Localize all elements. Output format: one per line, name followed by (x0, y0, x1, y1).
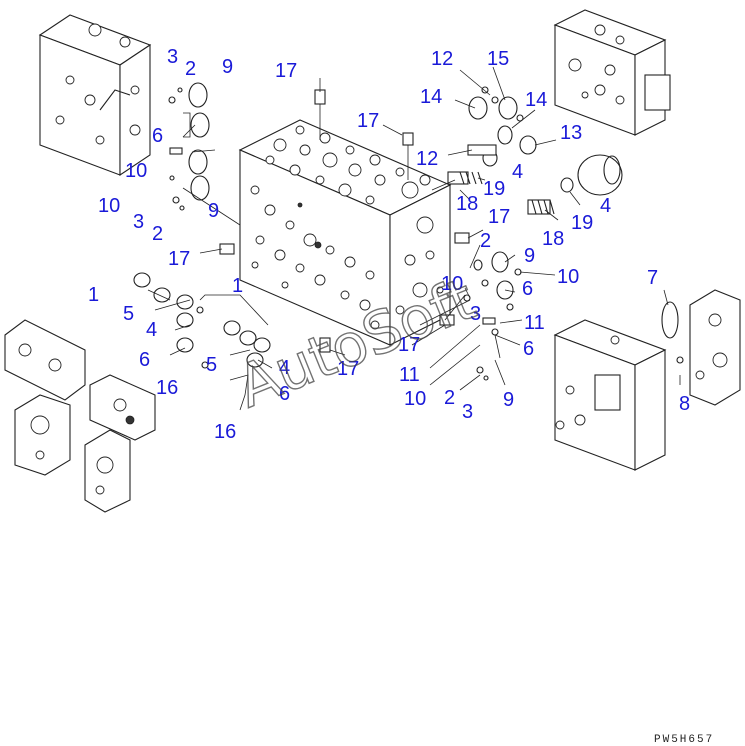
callout-17-lower: 17 (337, 358, 359, 380)
callout-9: 9 (503, 389, 514, 411)
spool-parts (447, 144, 623, 215)
callout-1: 1 (88, 284, 99, 306)
callout-10: 10 (404, 388, 426, 410)
callout-18: 18 (456, 193, 478, 215)
o-ring-8 (676, 356, 684, 364)
callout-8: 8 (679, 393, 690, 415)
callout-9: 9 (222, 56, 233, 78)
right-outer-cover (689, 289, 741, 406)
lower-left-blocks (4, 319, 156, 513)
callout-2: 2 (185, 58, 196, 80)
callout-4: 4 (512, 161, 523, 183)
callout-17: 17 (398, 334, 420, 356)
callout-6: 6 (279, 383, 290, 405)
callout-16: 16 (156, 377, 178, 399)
callout-16: 16 (214, 421, 236, 443)
block-side-ports (395, 216, 444, 315)
block-front-ports (250, 185, 380, 330)
callout-3: 3 (462, 401, 473, 423)
callout-3: 3 (470, 303, 481, 325)
callout-3: 3 (133, 211, 144, 233)
callout-numbers: 1 1 2 2 2 2 3 3 3 3 4 4 4 4 5 5 6 6 6 6 … (88, 46, 690, 443)
callout-9: 9 (524, 245, 535, 267)
callout-9: 9 (208, 200, 219, 222)
callout-13: 13 (560, 122, 582, 144)
callout-5: 5 (123, 303, 134, 325)
callout-7: 7 (647, 267, 658, 289)
callout-17: 17 (488, 206, 510, 228)
main-valve-block (238, 119, 452, 346)
callout-17: 17 (168, 248, 190, 270)
callout-19: 19 (483, 178, 505, 200)
callout-2: 2 (480, 230, 491, 252)
callout-10: 10 (557, 266, 579, 288)
callout-10: 10 (441, 273, 463, 295)
callout-6: 6 (152, 125, 163, 147)
callout-14: 14 (420, 86, 442, 108)
callout-3: 3 (167, 46, 178, 68)
callout-6: 6 (522, 278, 533, 300)
callout-4: 4 (600, 195, 611, 217)
drawing-code: PW5H657 (654, 734, 714, 746)
right-section-body (553, 319, 667, 471)
callout-2: 2 (444, 387, 455, 409)
block-top-ports (265, 125, 431, 205)
callout-1: 1 (232, 275, 243, 297)
callout-4: 4 (146, 319, 157, 341)
seal-parts (133, 82, 574, 381)
left-end-cover (38, 14, 152, 177)
callout-11: 11 (524, 312, 545, 334)
callout-14: 14 (525, 89, 547, 111)
callout-10: 10 (125, 160, 147, 182)
callout-18: 18 (542, 228, 564, 250)
callout-6: 6 (523, 338, 534, 360)
callout-6: 6 (139, 349, 150, 371)
callout-4: 4 (279, 357, 290, 379)
callout-12: 12 (416, 148, 438, 170)
callout-11: 11 (399, 364, 420, 386)
callout-12: 12 (431, 48, 453, 70)
leader-lines (147, 66, 681, 411)
callout-17: 17 (357, 110, 379, 132)
right-end-cover (553, 9, 671, 136)
callout-2: 2 (152, 223, 163, 245)
callout-15: 15 (487, 48, 509, 70)
callout-19: 19 (571, 212, 593, 234)
callout-17: 17 (275, 60, 297, 82)
callout-5: 5 (206, 354, 217, 376)
callout-10: 10 (98, 195, 120, 217)
o-ring-7 (661, 301, 679, 339)
